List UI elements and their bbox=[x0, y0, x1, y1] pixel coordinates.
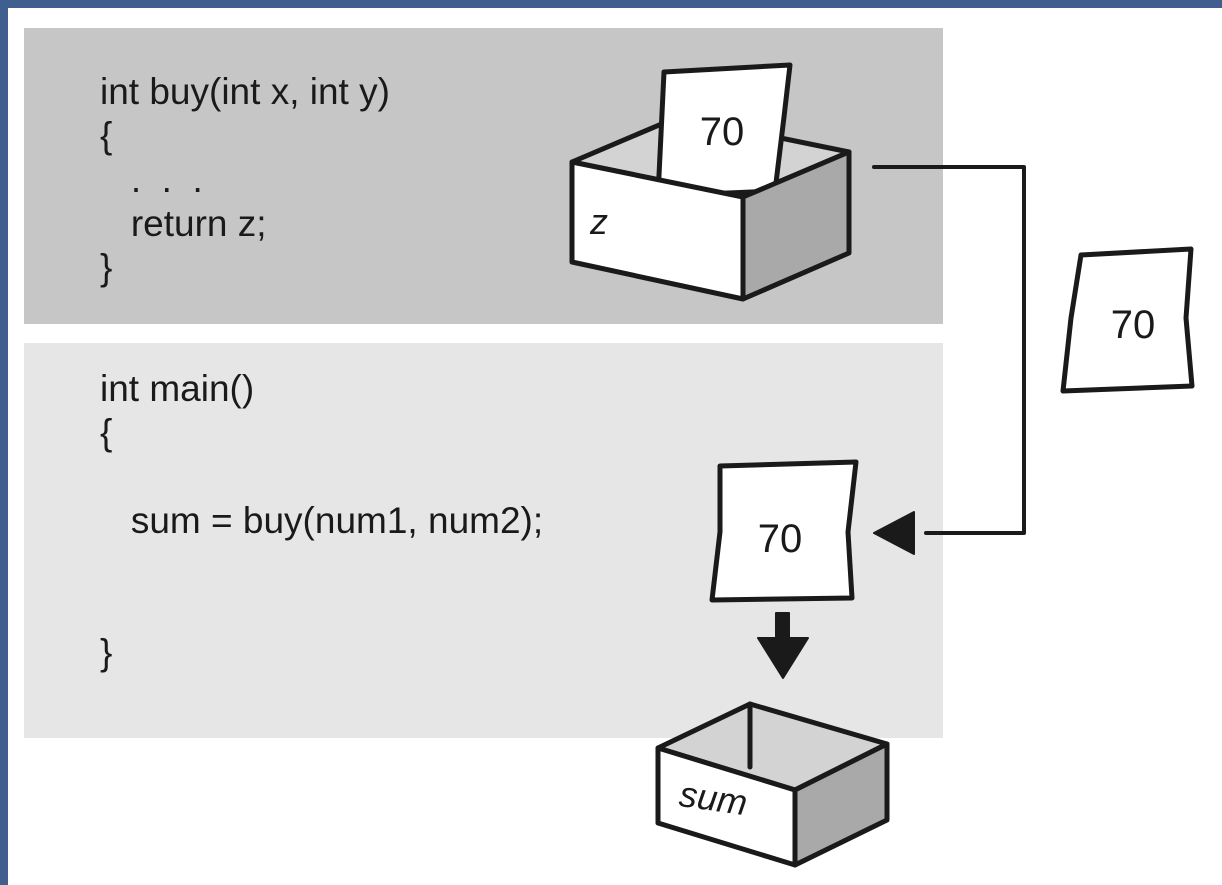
return-arrow-head-icon bbox=[873, 511, 915, 555]
buy-code-line: { bbox=[100, 115, 113, 156]
returned-value-card: 70 bbox=[709, 459, 859, 603]
box-sum-side bbox=[792, 741, 890, 868]
returned-value: 70 bbox=[758, 517, 803, 561]
box-z-label: z bbox=[589, 201, 608, 242]
return-path-line bbox=[872, 165, 1026, 535]
box-z-value: 70 bbox=[700, 110, 745, 154]
diagram-frame: int buy(int x, int y){ . . . return z;} … bbox=[8, 8, 1222, 885]
buy-function-code: int buy(int x, int y){ . . . return z;} bbox=[100, 70, 390, 290]
main-code-line: } bbox=[100, 632, 113, 673]
variable-box-z: 70 z bbox=[569, 62, 852, 302]
buy-code-line: . . . bbox=[100, 159, 203, 200]
box-z-side bbox=[740, 149, 852, 302]
buy-code-line: int buy(int x, int y) bbox=[100, 71, 390, 112]
box-sum-label: sum bbox=[677, 773, 750, 823]
variable-box-sum: sum bbox=[655, 701, 890, 868]
main-code-line: sum = buy(num1, num2); bbox=[100, 500, 544, 541]
main-code-line: { bbox=[100, 412, 113, 453]
main-code-line: int main() bbox=[100, 368, 255, 409]
paper-card-z bbox=[655, 62, 793, 199]
main-function-code: int main(){ sum = buy(num1, num2); } bbox=[100, 367, 543, 675]
down-arrow-icon bbox=[757, 612, 809, 679]
transfer-value: 70 bbox=[1111, 303, 1156, 347]
diagram-graphics: 70 z 70 70 bbox=[569, 62, 1195, 868]
transfer-value-card: 70 bbox=[1060, 246, 1195, 394]
buy-code-line: return z; bbox=[100, 203, 267, 244]
buy-code-line: } bbox=[100, 247, 113, 288]
